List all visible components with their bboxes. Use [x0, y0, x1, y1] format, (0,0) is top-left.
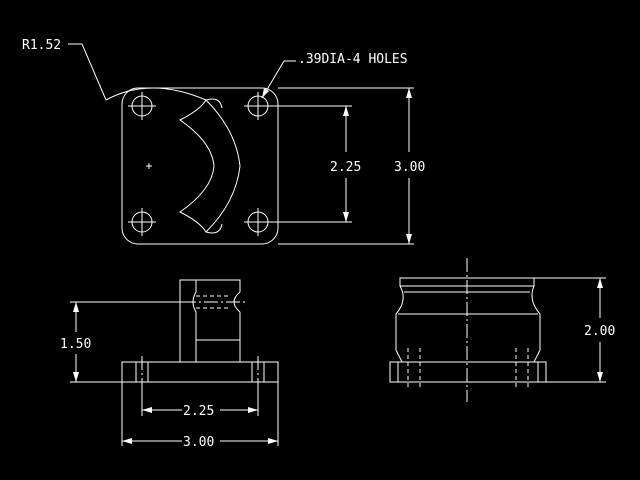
mounting-hole-tr	[244, 92, 272, 120]
dimension-2-25-vertical	[270, 105, 352, 223]
mounting-hole-bl	[128, 208, 156, 236]
mounting-hole-br	[244, 208, 272, 236]
holes-leader	[261, 60, 296, 99]
dimension-3-00-horizontal	[121, 382, 279, 446]
front-base	[121, 361, 279, 383]
dimension-text-2-25-top: 2.25	[330, 160, 361, 175]
front-upright	[179, 279, 241, 362]
top-base-plate	[121, 87, 279, 245]
side-view: 2.00	[389, 258, 615, 402]
holes-leader-arrow	[262, 88, 269, 98]
curved-cradle	[179, 98, 241, 234]
radius-label: R1.52	[22, 38, 61, 53]
radius-leader	[68, 43, 107, 101]
dimension-text-3-00-front: 3.00	[183, 435, 214, 450]
side-body	[395, 277, 541, 363]
top-view: R1.52 .39DIA-4 HOLES 2.25 3.00	[22, 38, 425, 245]
radius-arc	[105, 87, 207, 101]
dimension-3-00-vertical	[278, 87, 414, 245]
front-view: 1.50 2.25 3.00	[60, 279, 279, 450]
dimension-text-1-50: 1.50	[60, 337, 91, 352]
mounting-hole-tl	[128, 92, 156, 120]
dimension-2-00-vertical	[534, 277, 606, 383]
dimension-text-2-25-front: 2.25	[183, 404, 214, 419]
dimension-text-3-00-top: 3.00	[394, 160, 425, 175]
holes-label: .39DIA-4 HOLES	[298, 52, 408, 67]
dimension-2-25-horizontal	[141, 382, 259, 416]
dimension-text-2-00: 2.00	[584, 324, 615, 339]
side-base	[389, 361, 547, 383]
dimension-1-50-vertical	[70, 301, 196, 383]
